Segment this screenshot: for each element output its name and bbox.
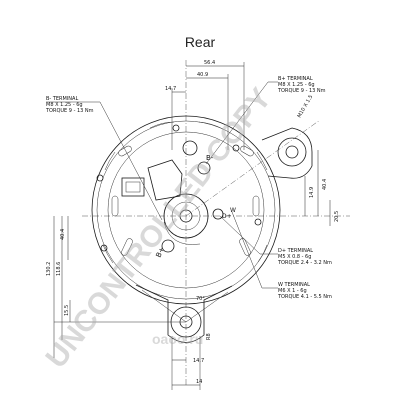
- alternator-housing: [91, 115, 281, 305]
- callout-w-line1: W TERMINAL: [278, 282, 310, 288]
- callout-d-plus-line3: TORQUE 2.4 - 3.2 Nm: [277, 260, 332, 266]
- left-dimensions: 40.4 130.2 118.6 15.5: [46, 216, 186, 358]
- callout-b-plus: B+ TERMINAL M8 X 1.25 - 6g TORQUE 9 - 13…: [205, 76, 326, 165]
- callout-b-minus-line3: TORQUE 9 - 13 Nm: [45, 108, 94, 114]
- dim-15-5: 15.5: [64, 305, 70, 316]
- dim-40-9: 40.9: [197, 72, 208, 78]
- dim-130-2: 130.2: [46, 262, 52, 276]
- callout-b-minus-line1: B- TERMINAL: [46, 96, 78, 102]
- dim-20-5: 20.5: [334, 211, 340, 222]
- upper-mounting-ear: [261, 127, 313, 179]
- callout-w: W TERMINAL M6 X 1 - 6g TORQUE 4.1 - 5.5 …: [231, 211, 332, 300]
- callout-d-plus-line2: M5 X 0.8 - 6g: [278, 254, 311, 260]
- dim-14-7-top: 14.7: [165, 86, 176, 92]
- callout-b-minus: B- TERMINAL M8 X 1.25 - 6g TORQUE 9 - 13…: [45, 96, 163, 221]
- dim-56-4: 56.4: [204, 60, 215, 66]
- regulator-assembly: [121, 140, 224, 253]
- callout-w-line2: M6 X 1 - 6g: [278, 288, 307, 294]
- centerlines: [82, 60, 350, 385]
- dim-40-4-left: 40.4: [60, 229, 66, 240]
- dim-m10: M10 X 1.5: [297, 94, 315, 119]
- callout-b-minus-line2: M8 X 1.25 - 6g: [46, 102, 83, 108]
- watermark: UNCONTROLLED COPY oaoo.ru: [40, 82, 278, 374]
- terminal-markers: B+ B- D+ W: [155, 154, 236, 259]
- callout-b-plus-line2: M8 X 1.25 - 6g: [278, 82, 315, 88]
- callout-b-plus-line3: TORQUE 9 - 13 Nm: [277, 88, 326, 94]
- callout-d-plus-line1: D+ TERMINAL: [278, 248, 313, 254]
- page-title: Rear: [184, 34, 216, 50]
- callout-d-plus: D+ TERMINAL M5 X 0.8 - 6g TORQUE 2.4 - 3…: [219, 215, 332, 266]
- dim-118-6: 118.6: [56, 262, 62, 276]
- marker-d-plus: D+: [222, 213, 232, 220]
- bottom-dimensions: R8 70° 14.7 14: [171, 296, 212, 390]
- dim-14-7-bottom: 14.7: [193, 358, 204, 364]
- dim-r8: R8: [206, 333, 212, 340]
- dim-14: 14: [196, 379, 202, 385]
- callout-b-plus-line1: B+ TERMINAL: [278, 76, 313, 82]
- marker-b-plus: B+: [155, 246, 167, 259]
- callout-w-line3: TORQUE 4.1 - 5.5 Nm: [277, 294, 332, 300]
- watermark-site: oaoo.ru: [152, 331, 203, 347]
- marker-b-minus: B-: [206, 154, 214, 162]
- dim-40-4-right: 40.4: [322, 179, 328, 190]
- top-dimensions: 56.4 40.9 14.7: [165, 60, 245, 150]
- dim-70: 70°: [196, 296, 205, 302]
- marker-w: W: [230, 207, 236, 214]
- dim-14-9: 14.9: [309, 187, 315, 198]
